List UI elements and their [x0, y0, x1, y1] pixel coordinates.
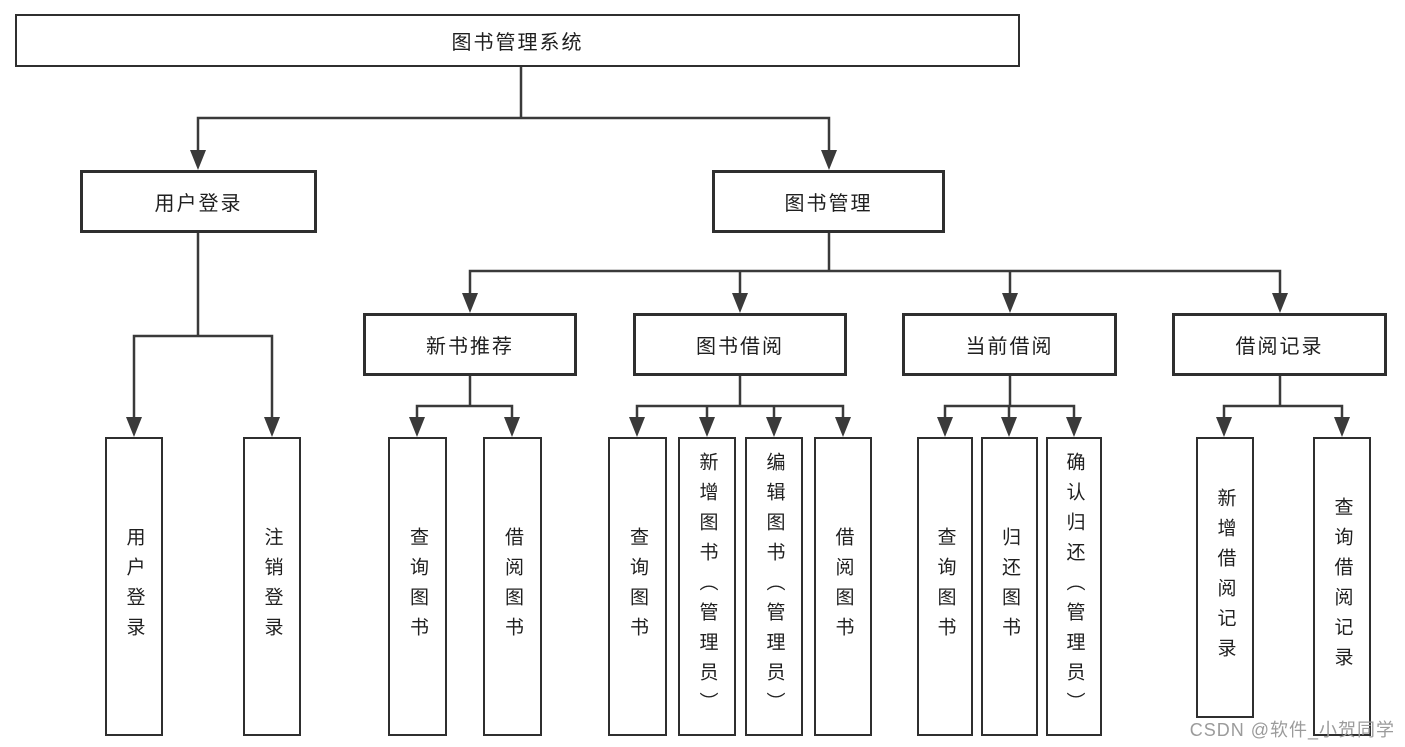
node-book-borrowing: 图书借阅: [633, 313, 847, 376]
leaf-query-books-2-label: 查询图书: [627, 526, 648, 647]
leaf-edit-book-admin: 编辑图书（管理员）: [745, 437, 803, 736]
leaf-add-borrow-record-label: 新增借阅记录: [1214, 487, 1236, 668]
leaf-confirm-return-admin: 确认归还（管理员）: [1046, 437, 1102, 736]
leaf-borrow-books-2-label: 借阅图书: [832, 526, 854, 647]
leaf-return-book: 归还图书: [981, 437, 1038, 736]
leaf-add-book-admin-label: 新增图书（管理员）: [696, 451, 718, 722]
leaf-borrow-books-1-label: 借阅图书: [502, 526, 523, 647]
leaf-query-books-3-label: 查询图书: [934, 526, 956, 647]
leaf-return-book-label: 归还图书: [999, 526, 1020, 647]
leaf-user-login-label: 用户登录: [123, 526, 145, 647]
arrowheads: [126, 150, 1350, 437]
leaf-user-login: 用户登录: [105, 437, 163, 736]
leaf-logout-label: 注销登录: [261, 526, 283, 647]
tree-edges: [132, 65, 1344, 423]
node-new-book-recommend: 新书推荐: [363, 313, 577, 376]
leaf-borrow-books-1: 借阅图书: [483, 437, 542, 736]
node-current-borrowing: 当前借阅: [902, 313, 1117, 376]
node-book-management: 图书管理: [712, 170, 945, 233]
leaf-query-books-1-label: 查询图书: [407, 526, 428, 647]
leaf-query-books-3: 查询图书: [917, 437, 973, 736]
leaf-query-borrow-record-label: 查询借阅记录: [1331, 496, 1353, 677]
node-library-system: 图书管理系统: [15, 14, 1020, 67]
leaf-confirm-return-admin-label: 确认归还（管理员）: [1063, 451, 1085, 722]
leaf-borrow-books-2: 借阅图书: [814, 437, 872, 736]
csdn-watermark: CSDN @软件_小贺同学: [1189, 720, 1395, 740]
leaf-add-book-admin: 新增图书（管理员）: [678, 437, 736, 736]
node-borrow-records: 借阅记录: [1172, 313, 1387, 376]
leaf-add-borrow-record: 新增借阅记录: [1196, 437, 1254, 718]
leaf-edit-book-admin-label: 编辑图书（管理员）: [763, 451, 785, 722]
leaf-query-borrow-record: 查询借阅记录: [1313, 437, 1371, 736]
leaf-query-books-1: 查询图书: [388, 437, 447, 736]
leaf-logout: 注销登录: [243, 437, 301, 736]
leaf-query-books-2: 查询图书: [608, 437, 667, 736]
node-user-login: 用户登录: [80, 170, 317, 233]
